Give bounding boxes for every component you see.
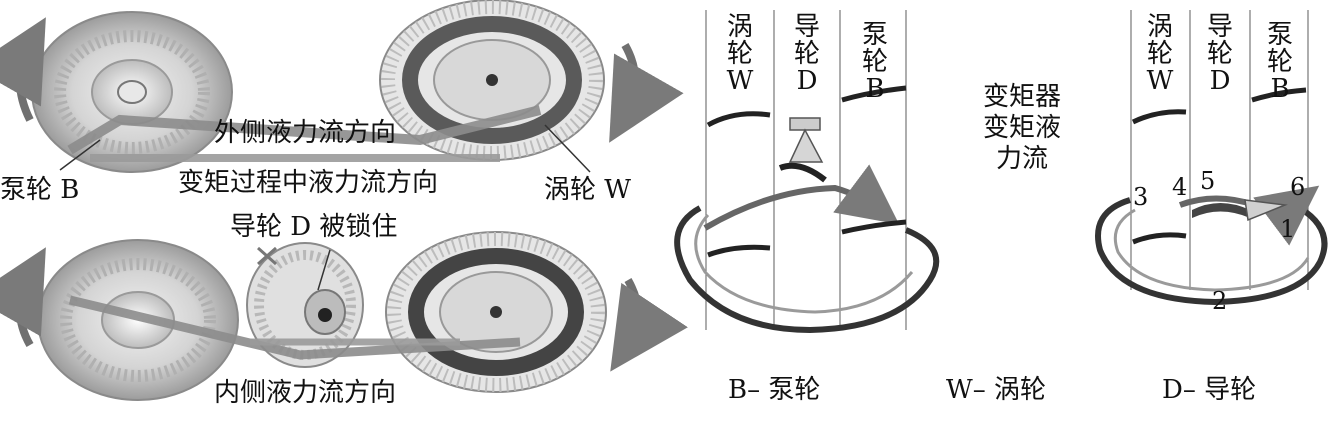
middle-col-turbine-char-1: 涡 [726, 12, 753, 42]
right-col-stator-char-3: D [1209, 66, 1231, 96]
legend-stator: D– 导轮 [1162, 375, 1257, 405]
right-col-pump-char-1: 泵 [1266, 20, 1293, 50]
middle-lower-blade-turbine [707, 244, 771, 258]
right-torus [1095, 197, 1328, 306]
right-pump-blade [1251, 87, 1307, 103]
inner-flow-band [68, 295, 521, 360]
point-3: 3 [1133, 183, 1149, 211]
stator-leader-line [317, 249, 331, 291]
turbine-label: 涡轮 W [544, 175, 631, 205]
point-2: 2 [1212, 287, 1228, 315]
right-col-pump: 泵 轮 B [1263, 22, 1297, 103]
middle-torus [674, 205, 940, 334]
lower-turbine-wheel [385, 231, 607, 393]
upper-turbine-wheel [379, 0, 605, 161]
pump-blade [841, 85, 907, 103]
middle-col-turbine-char-2: 轮 [726, 39, 753, 69]
outer-flow-band [67, 105, 542, 155]
legend-turbine: W– 涡轮 [946, 375, 1046, 405]
middle-lower-blade-pump [841, 219, 907, 235]
right-col-pump-char-3: B [1270, 74, 1290, 104]
center-caption-line-2: 变矩液 [982, 113, 1061, 143]
center-caption: 变矩器 变矩液 力流 [972, 82, 1072, 175]
middle-col-stator-char-3: D [796, 66, 818, 96]
right-lower-blade [1132, 232, 1187, 245]
turbine-blade [706, 111, 771, 128]
right-col-stator: 导 轮 D [1203, 14, 1237, 95]
middle-col-stator: 导 轮 D [790, 14, 824, 95]
middle-col-pump: 泵 轮 B [858, 22, 892, 103]
point-4: 4 [1172, 173, 1188, 201]
middle-col-pump-char-2: 轮 [861, 47, 888, 77]
stator-locked-label: 导轮 D 被锁住 [230, 212, 398, 242]
point-1: 1 [1280, 215, 1296, 243]
stator-wheel [246, 242, 364, 368]
right-col-turbine: 涡 轮 W [1143, 14, 1177, 95]
point-5: 5 [1200, 167, 1216, 195]
middle-torus-inner [694, 213, 914, 314]
stator-blade [778, 117, 827, 183]
pump-label: 泵轮 B [0, 175, 80, 205]
inner-flow-label: 内侧液力流方向 [214, 378, 397, 408]
right-col-stator-char-1: 导 [1206, 12, 1233, 42]
right-stator-nozzle [1244, 199, 1288, 222]
right-stator-blade [1192, 203, 1250, 218]
middle-flow-arrow [703, 164, 900, 231]
turbine-leader-line [544, 124, 591, 173]
right-turbine-blade [1131, 109, 1187, 125]
middle-col-turbine: 涡 轮 W [723, 14, 757, 95]
right-col-turbine-char-3: W [1146, 66, 1174, 96]
center-caption-line-3: 力流 [995, 144, 1048, 174]
lower-right-rotation-arrow [610, 278, 688, 372]
middle-col-pump-char-3: B [865, 74, 885, 104]
upper-right-rotation-arrow [609, 43, 684, 143]
right-torus-inner [1113, 208, 1310, 292]
right-col-pump-char-2: 轮 [1266, 47, 1293, 77]
point-6: 6 [1290, 173, 1306, 201]
upper-left-rotation-arrow [0, 17, 46, 122]
lower-left-rotation-arrow [0, 247, 46, 347]
middle-col-turbine-char-3: W [726, 66, 754, 96]
middle-col-stator-char-1: 导 [793, 12, 820, 42]
right-col-turbine-char-2: 轮 [1146, 39, 1173, 69]
center-caption-line-1: 变矩器 [982, 82, 1061, 112]
lock-cross-icon [257, 246, 277, 266]
upper-pump-wheel [31, 11, 233, 173]
middle-col-stator-char-2: 轮 [793, 39, 820, 69]
right-col-turbine-char-1: 涡 [1146, 12, 1173, 42]
middle-col-pump-char-1: 泵 [861, 20, 888, 50]
outer-flow-label: 外侧液力流方向 [214, 118, 397, 148]
legend-pump: B– 泵轮 [728, 375, 821, 405]
torque-flow-label: 变矩过程中液力流方向 [178, 168, 439, 198]
pump-leader-line [59, 139, 101, 171]
right-col-stator-char-2: 轮 [1206, 39, 1233, 69]
